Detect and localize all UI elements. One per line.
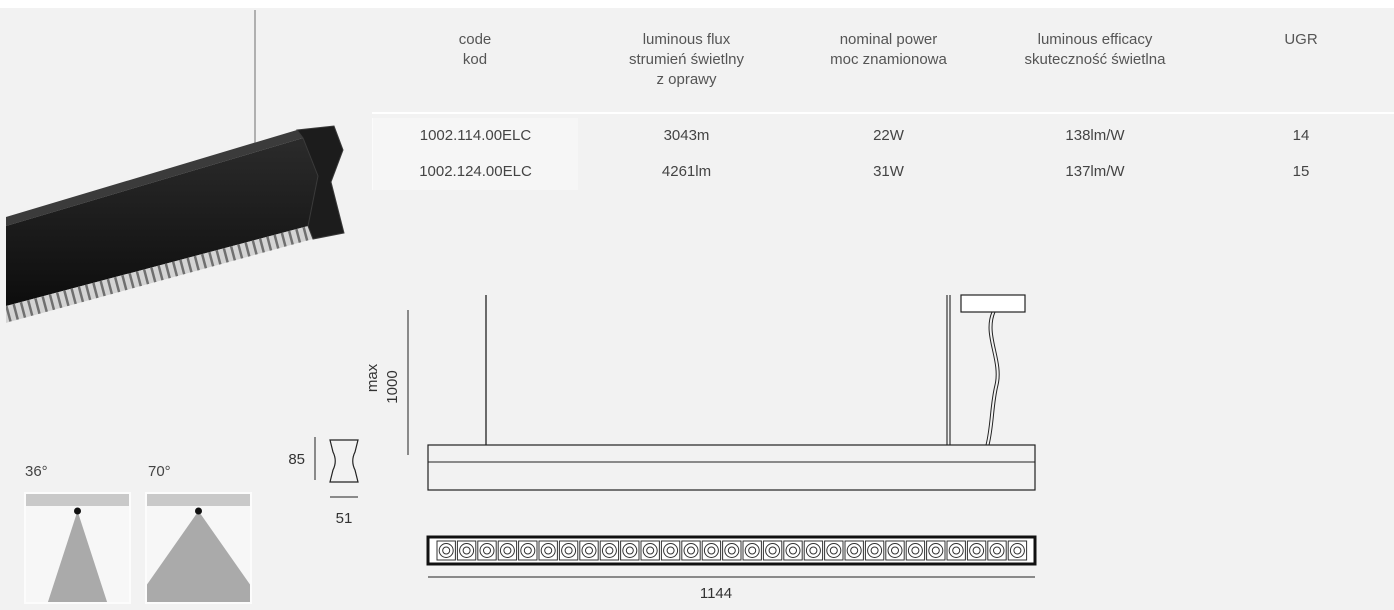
header-luminous-efficacy: luminous efficacy skuteczność świetlna — [982, 30, 1208, 112]
louver-cell — [864, 540, 885, 561]
table-header: code kod luminous flux strumień świetlny… — [372, 30, 1394, 114]
louver-cell — [762, 540, 783, 561]
louver-cell — [783, 540, 803, 561]
cell-luminous-flux: 4261lm — [661, 163, 712, 180]
louver-cell — [966, 540, 987, 561]
ceiling-band — [26, 494, 129, 506]
light-source-dot — [74, 507, 81, 515]
top-band — [0, 0, 1394, 8]
louver-cell — [558, 540, 579, 561]
power-cable — [985, 311, 997, 446]
cell-code: 1002.114.00ELC — [372, 118, 578, 154]
luminaire-top-face — [6, 130, 303, 226]
luminaire-photo — [6, 10, 345, 323]
louver-cell — [599, 540, 620, 561]
length-label: 1144 — [700, 585, 732, 602]
louver-cell — [681, 540, 701, 561]
cell-ugr: 15 — [1292, 163, 1310, 180]
header-line: code — [458, 31, 492, 48]
header-line: UGR — [1284, 31, 1318, 48]
header-line: nominal power — [839, 31, 938, 48]
louver-cell — [538, 540, 558, 561]
light-source-dot — [195, 507, 202, 515]
louver-cell — [946, 540, 966, 561]
louver-cell — [905, 540, 926, 561]
luminaire-side-view — [427, 444, 1036, 491]
louver-cell — [722, 540, 742, 561]
cell-ugr: 14 — [1292, 127, 1310, 144]
suspension-max-label: max — [364, 363, 381, 392]
louver-cell — [1007, 540, 1028, 561]
profile-height-label: 85 — [288, 451, 305, 468]
header-code: code kod — [372, 30, 578, 112]
louver-strip — [6, 226, 313, 323]
louver-cell — [885, 540, 905, 561]
beam-cone — [147, 511, 250, 602]
spec-table: code kod luminous flux strumień świetlny… — [372, 30, 1394, 190]
header-line: luminous efficacy — [1037, 31, 1153, 48]
technical-drawing: 85 51 max 1000 1144 — [288, 294, 1037, 602]
beam-angle-label: 36° — [25, 463, 48, 480]
louver-cell — [824, 540, 844, 561]
ceiling-canopy — [960, 294, 1026, 313]
louver-cell — [701, 540, 722, 561]
header-line: kod — [462, 51, 488, 68]
header-line: skuteczność świetlna — [1024, 51, 1166, 68]
luminaire-body — [6, 138, 318, 306]
header-line: moc znamionowa — [830, 51, 947, 68]
beam-cone — [47, 511, 108, 602]
table-row: 1002.124.00ELC 4261lm 31W 137lm/W 15 — [372, 154, 1394, 190]
header-line: luminous flux — [642, 31, 731, 48]
louver-cell — [518, 540, 538, 561]
suspension-value-label: 1000 — [384, 370, 401, 403]
header-line: strumień świetlny — [628, 51, 745, 68]
table-body: 1002.114.00ELC 3043m 22W 138lm/W 14 1002… — [372, 114, 1394, 190]
beam-narrow-icon — [24, 492, 131, 604]
louver-cell — [926, 540, 946, 561]
header-ugr: UGR — [1208, 30, 1394, 112]
profile-width-label: 51 — [336, 510, 353, 527]
beam-angle-label: 70° — [148, 463, 171, 480]
louver-cell — [477, 540, 497, 561]
header-nominal-power: nominal power moc znamionowa — [795, 30, 982, 112]
louver-cells — [436, 540, 1028, 561]
luminaire-end-cap — [296, 125, 345, 240]
louver-cell — [436, 540, 456, 561]
cell-nominal-power: 31W — [873, 163, 904, 180]
power-cable — [988, 311, 1000, 446]
cell-code: 1002.124.00ELC — [372, 154, 578, 190]
louver-cell — [742, 540, 762, 561]
cell-luminous-efficacy: 137lm/W — [1065, 163, 1125, 180]
header-luminous-flux: luminous flux strumień świetlny z oprawy — [578, 30, 795, 112]
louver-cell — [497, 540, 518, 561]
beam-wide-icon — [145, 492, 252, 604]
louver-cell — [640, 540, 660, 561]
louver-cell — [620, 540, 640, 561]
ceiling-band — [147, 494, 250, 506]
cell-luminous-efficacy: 138lm/W — [1065, 127, 1125, 144]
header-line: z oprawy — [656, 71, 717, 88]
cell-nominal-power: 22W — [873, 127, 904, 144]
profile-cross-section — [329, 439, 359, 483]
louver-cell — [660, 540, 681, 561]
louver-cell — [803, 540, 824, 561]
louver-cell — [579, 540, 599, 561]
louver-cell — [456, 540, 477, 561]
cell-luminous-flux: 3043m — [663, 127, 710, 144]
louver-cell — [987, 540, 1007, 561]
louver-cell — [844, 540, 864, 561]
table-row: 1002.114.00ELC 3043m 22W 138lm/W 14 — [372, 118, 1394, 154]
